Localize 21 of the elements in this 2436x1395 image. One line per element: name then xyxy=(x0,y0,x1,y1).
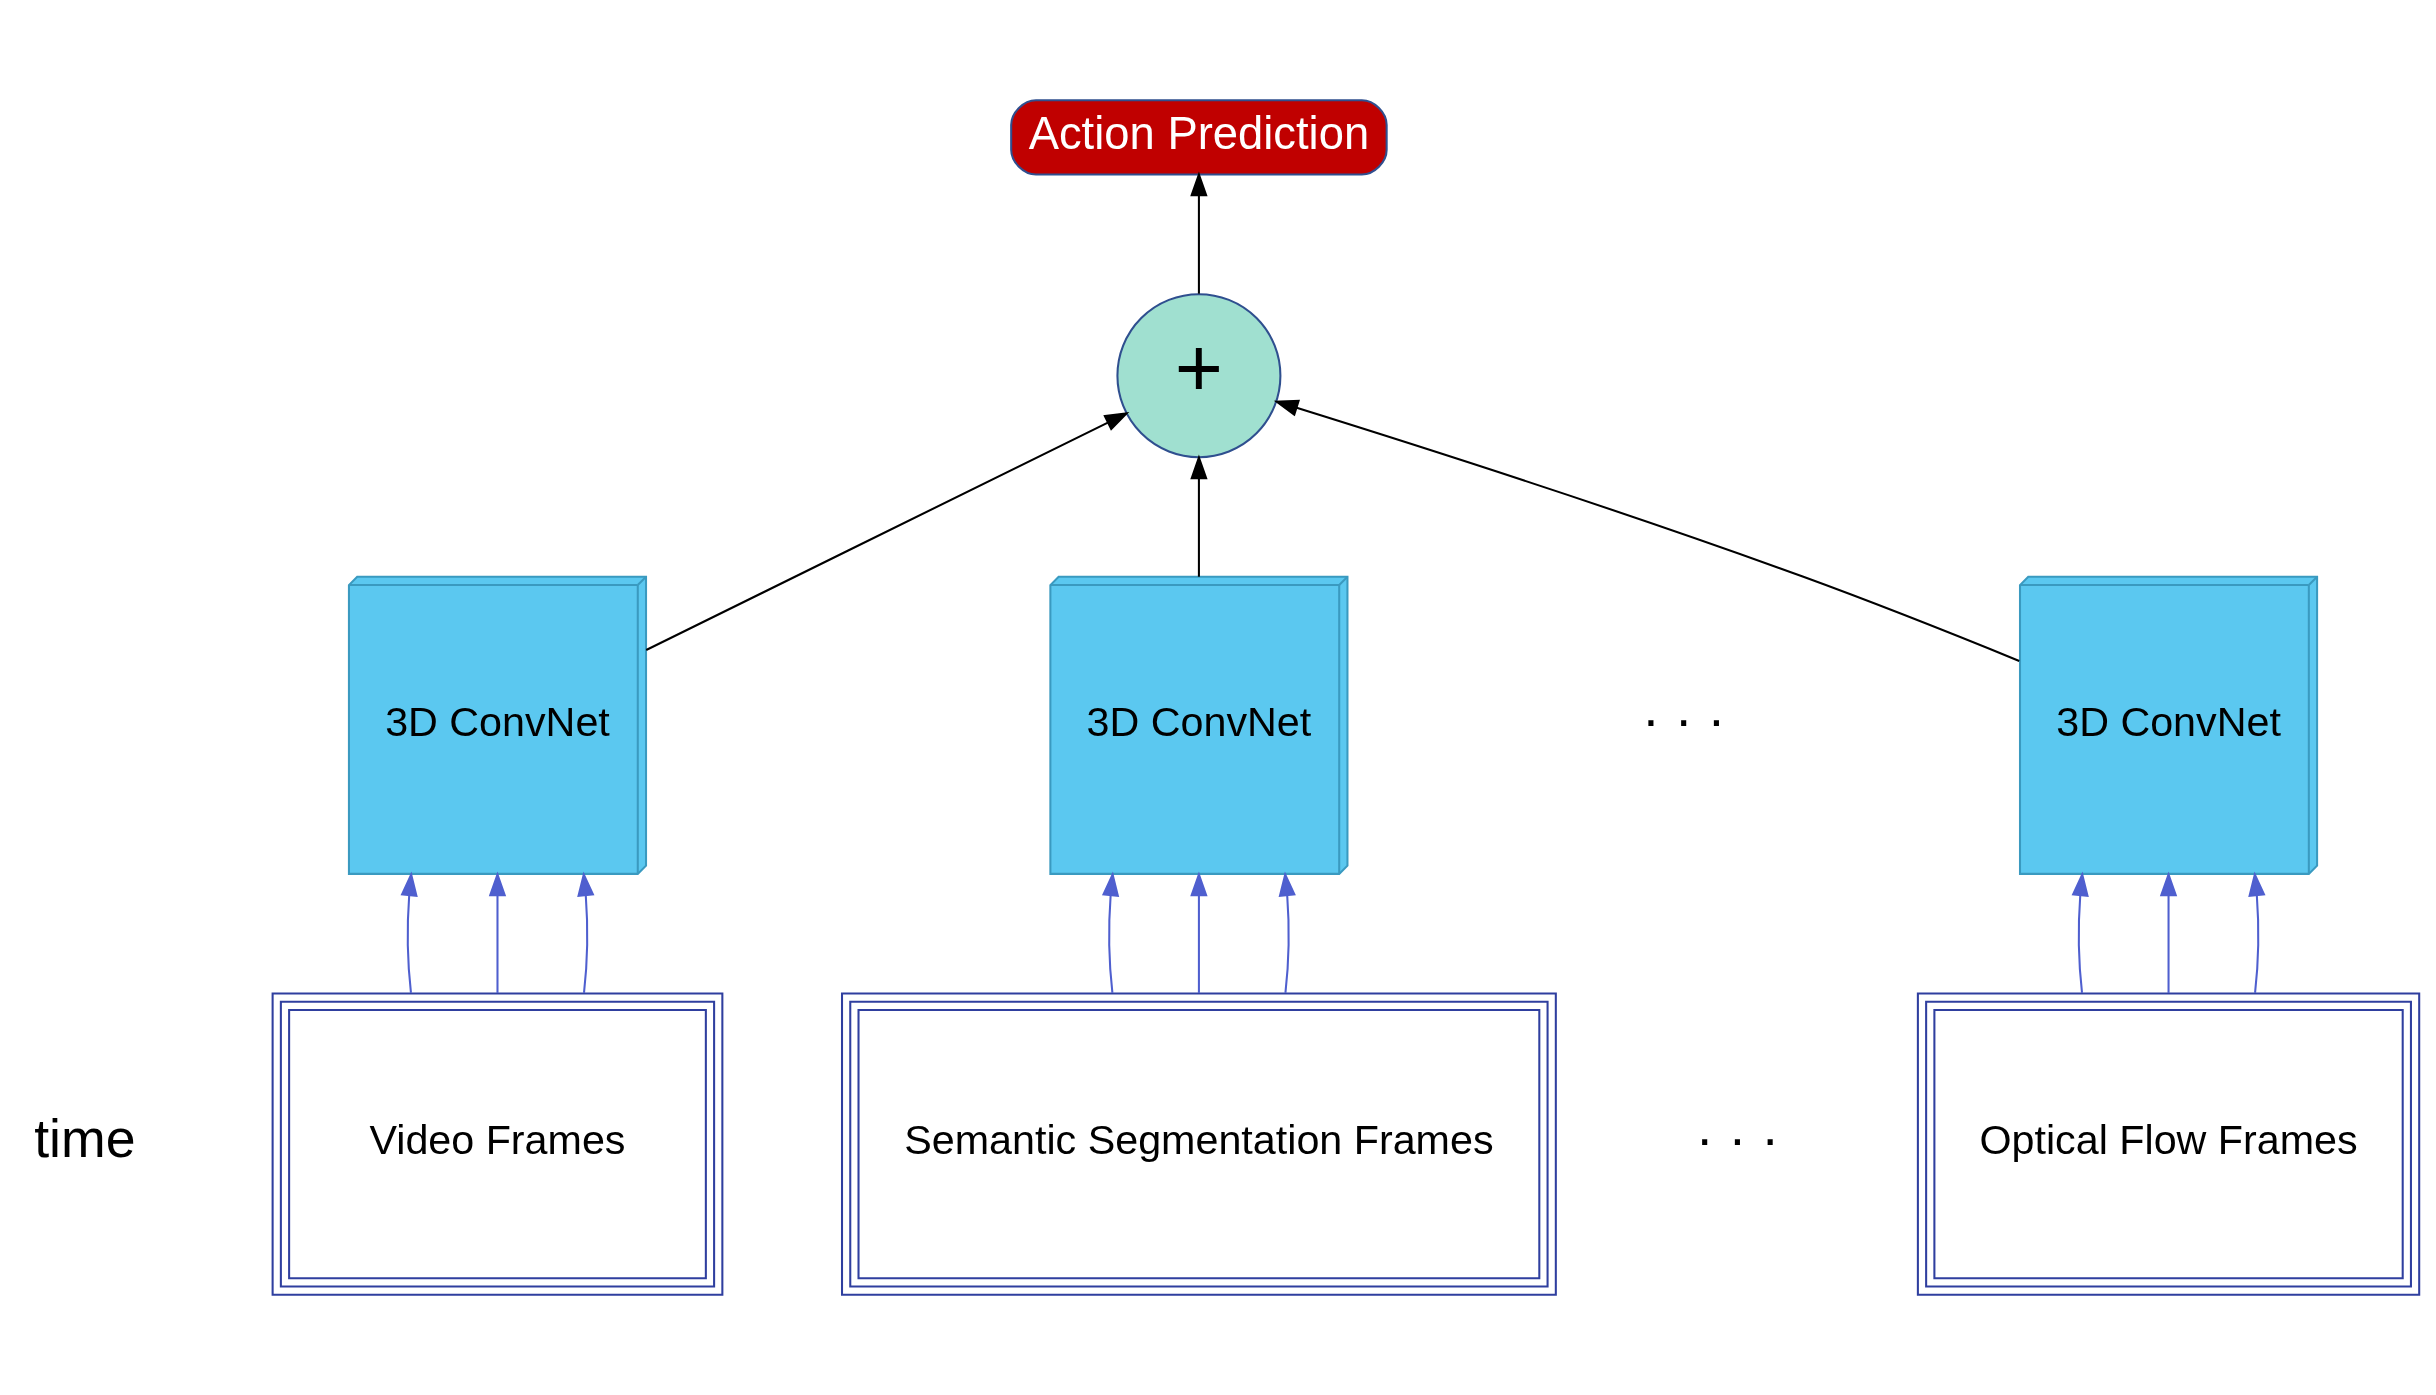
node-box: Action Prediction xyxy=(1010,99,1388,176)
arrow xyxy=(1190,171,1208,294)
label: · · · xyxy=(1642,689,1726,750)
arrow xyxy=(1278,871,1296,994)
arrow xyxy=(577,871,595,994)
label: time xyxy=(34,1108,136,1169)
arrow xyxy=(488,871,507,993)
arrow xyxy=(1101,871,1120,994)
arrow xyxy=(2248,871,2266,994)
arrow xyxy=(1273,399,2020,662)
node-box: Optical Flow Frames xyxy=(1916,992,2421,1296)
node-circle: + xyxy=(1116,293,1282,459)
arrow xyxy=(1190,454,1208,577)
arrow xyxy=(1190,871,1208,993)
node-box: Video Frames xyxy=(271,992,724,1296)
arrow xyxy=(400,871,418,994)
label: · · · xyxy=(1695,1108,1780,1169)
arrow xyxy=(2071,871,2089,994)
arrow xyxy=(645,412,1130,651)
node-box: Semantic Segmentation Frames xyxy=(841,992,1557,1296)
arrow xyxy=(2159,871,2178,993)
